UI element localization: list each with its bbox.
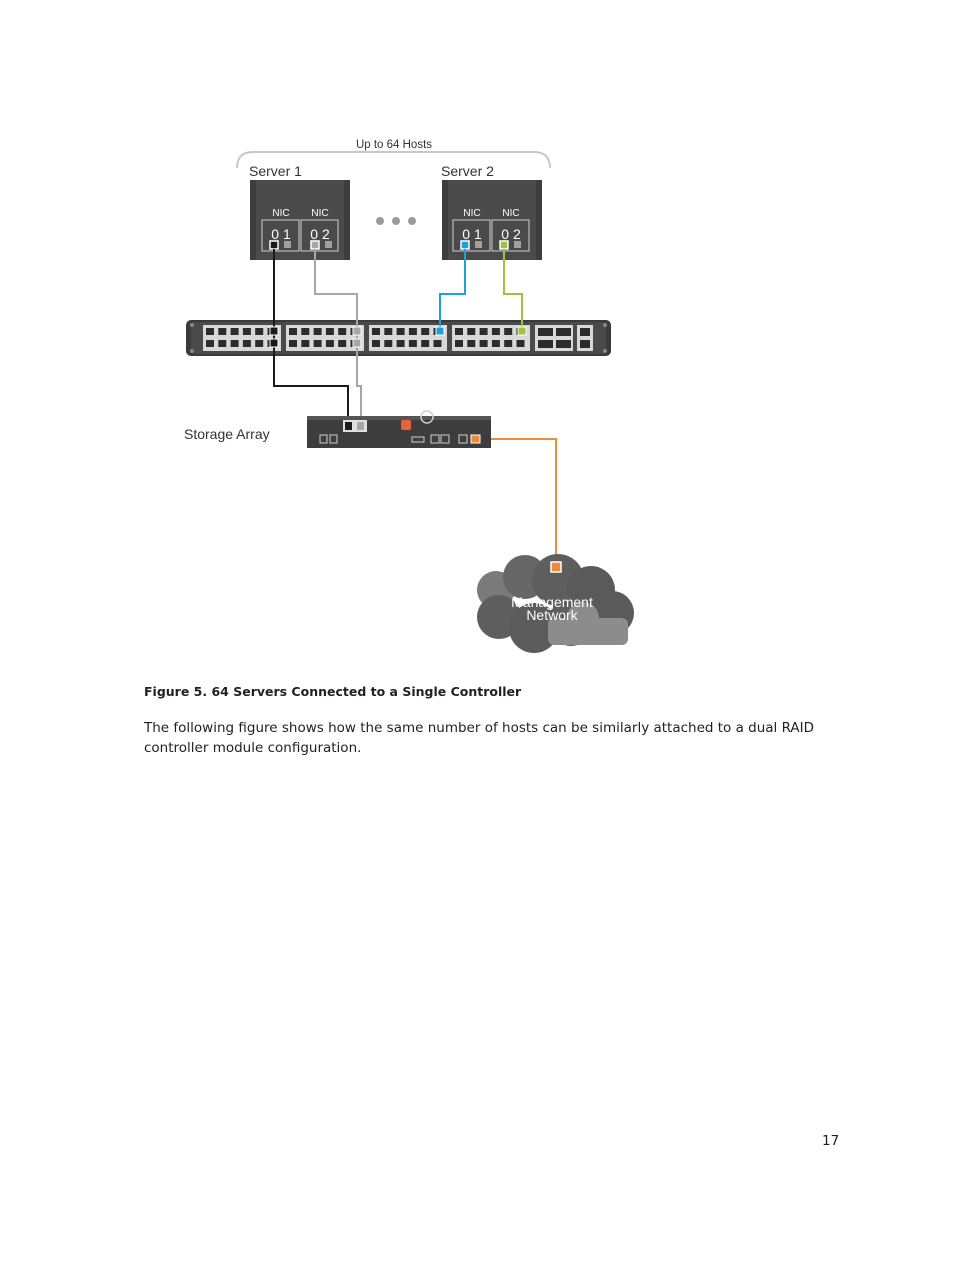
body-paragraph: The following figure shows how the same … (144, 720, 815, 756)
switch-port (218, 328, 227, 335)
switch-port (206, 340, 214, 347)
switch-port (479, 340, 488, 347)
switch-port (301, 340, 310, 347)
switch-port (504, 328, 513, 335)
cloud-label-line-2: Network (526, 607, 578, 623)
switch-port (242, 328, 251, 335)
storage-array-label: Storage Array (184, 426, 270, 442)
server-1-nic-a: NIC (272, 208, 289, 219)
switch-port (255, 340, 264, 347)
network-switch (186, 320, 611, 356)
switch-port (491, 328, 500, 335)
switch-port (408, 340, 417, 347)
switch-port (421, 340, 430, 347)
figure-caption: Figure 5. 64 Servers Connected to a Sing… (144, 684, 522, 699)
server-1-port-1-jack (269, 240, 279, 250)
switch-port (372, 328, 380, 335)
switch-port (467, 328, 476, 335)
management-network-cloud: Management Network (477, 554, 634, 653)
server-1-label: Server 1 (249, 163, 302, 179)
switch-uplink-ports (535, 325, 593, 351)
switch-port (455, 328, 463, 335)
cloud-management-port (550, 561, 562, 573)
page-number: 17 (822, 1133, 840, 1149)
switch-port (421, 328, 430, 335)
switch-port (467, 340, 476, 347)
server-1-port-2-jack (310, 240, 320, 250)
more-hosts-ellipsis (376, 217, 416, 225)
switch-port (433, 340, 442, 347)
server-2-port-2-jack (499, 240, 509, 250)
switch-port (338, 340, 347, 347)
switch-port (396, 340, 405, 347)
server-2: Server 2 NIC NIC 0 1 0 2 (441, 163, 542, 260)
switch-port (455, 340, 463, 347)
server-2-nic-a: NIC (463, 208, 480, 219)
storage-management-port (470, 434, 481, 444)
server-1-nic-b: NIC (311, 208, 328, 219)
hosts-label: Up to 64 Hosts (356, 139, 432, 151)
cloud-label-line-1: Management (511, 594, 593, 610)
switch-port (325, 340, 334, 347)
switch-port (301, 328, 310, 335)
switch-port (516, 340, 525, 347)
switch-port (230, 328, 239, 335)
connection-diagram: Up to 64 Hosts Server 1 NIC NIC 0 1 0 2 … (184, 139, 634, 653)
cable-server-1-port-1 (273, 249, 349, 424)
switch-port (325, 328, 334, 335)
switch-port (479, 328, 488, 335)
switch-port (313, 328, 322, 335)
switch-port (491, 340, 500, 347)
server-2-label: Server 2 (441, 163, 494, 179)
cable-server-2-port-1 (439, 249, 466, 330)
switch-port-groups (203, 325, 530, 351)
switch-port (384, 340, 393, 347)
server-2-port-1-jack (460, 240, 470, 250)
switch-port (372, 340, 380, 347)
server-2-nic-b: NIC (502, 208, 519, 219)
switch-port (504, 340, 513, 347)
server-1-port-b: 0 2 (310, 226, 330, 242)
switch-port (396, 328, 405, 335)
switch-port (230, 340, 239, 347)
switch-cable-endpoints (269, 326, 527, 348)
server-1-port-a: 0 1 (271, 226, 291, 242)
cables (273, 249, 557, 568)
cable-server-2-port-2 (503, 249, 523, 330)
switch-port (289, 340, 297, 347)
switch-port (242, 340, 251, 347)
server-1: Server 1 NIC NIC 0 1 0 2 (249, 163, 350, 260)
switch-port (384, 328, 393, 335)
server-2-port-b: 0 2 (501, 226, 521, 242)
switch-port (255, 328, 264, 335)
hosts-bracket (236, 151, 551, 169)
switch-port (338, 328, 347, 335)
server-2-port-a: 0 1 (462, 226, 482, 242)
storage-array: Storage Array (184, 410, 491, 448)
cable-management (476, 438, 557, 568)
switch-port (313, 340, 322, 347)
switch-port (206, 328, 214, 335)
switch-port (289, 328, 297, 335)
switch-port (218, 340, 227, 347)
switch-port (408, 328, 417, 335)
